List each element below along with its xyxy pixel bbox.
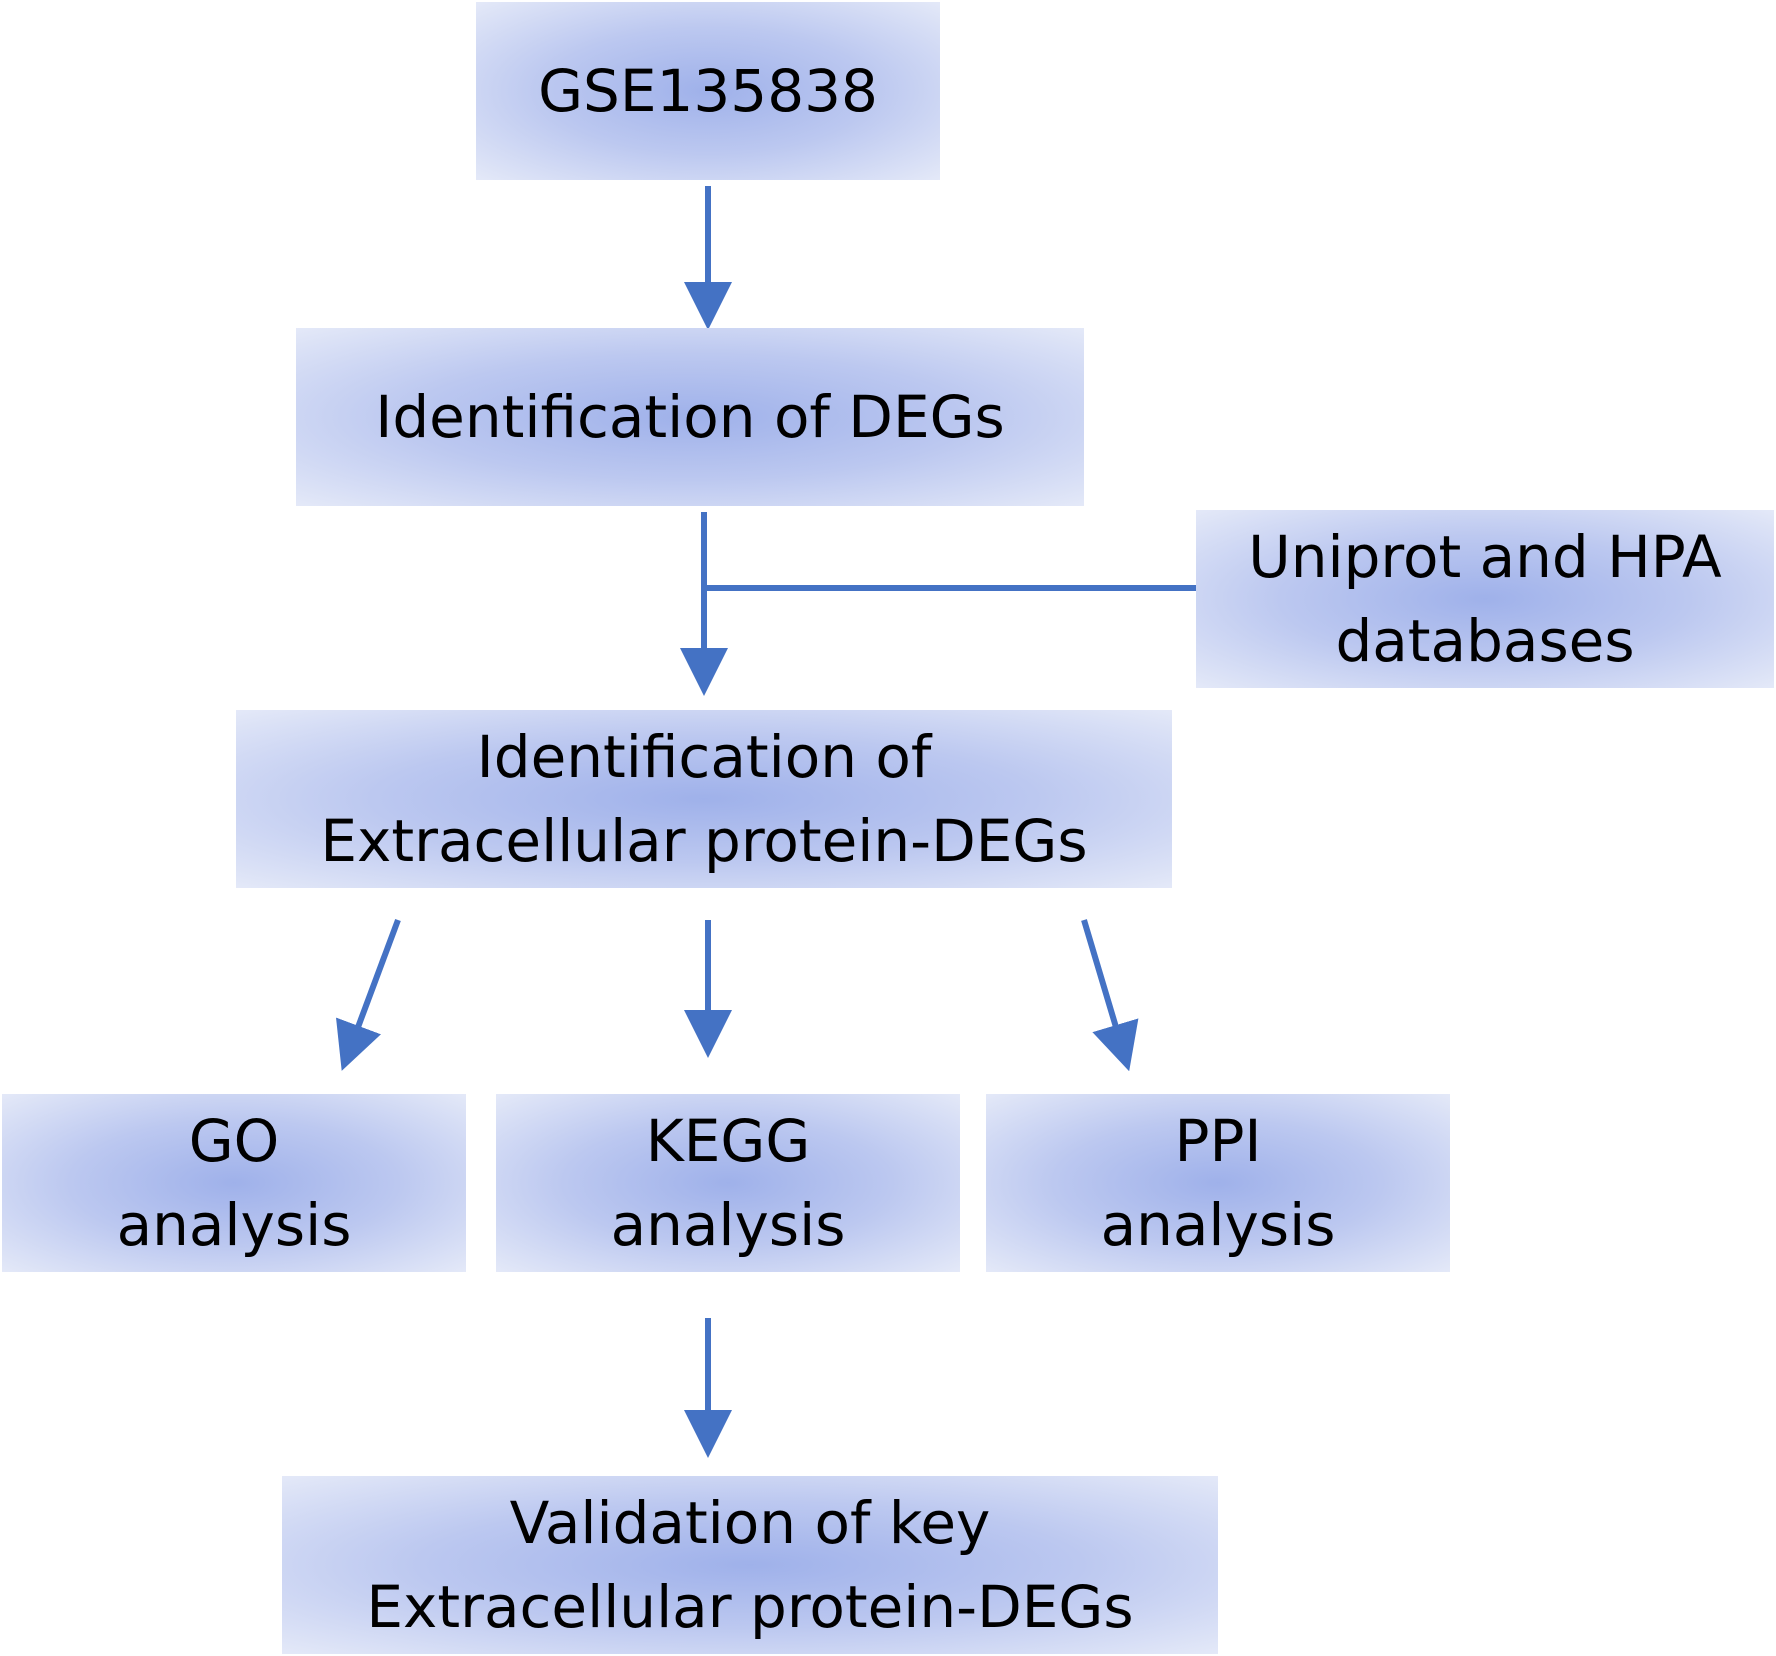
node-identification-of-degs: Identification of DEGs (296, 328, 1084, 506)
node-go-analysis: GO analysis (2, 1094, 466, 1272)
databases-label-line-2: databases (1335, 607, 1635, 675)
node-ppi-analysis: PPI analysis (986, 1094, 1450, 1272)
kegg-label-line-1: KEGG (645, 1106, 811, 1175)
extracellular-label-line-1: Identification of (476, 722, 932, 791)
ppi-label-line-1: PPI (1174, 1106, 1262, 1175)
validation-label-line-2: Extracellular protein-DEGs (366, 1573, 1134, 1641)
arrow-to-go (336, 918, 401, 1071)
go-label-line-2: analysis (116, 1191, 352, 1259)
node-kegg-analysis: KEGG analysis (496, 1094, 960, 1272)
go-label-line-1: GO (188, 1106, 280, 1175)
arrow-to-ppi (1081, 919, 1139, 1072)
databases-label-line-1: Uniprot and HPA (1248, 522, 1722, 591)
gse-label-line-1: GSE135838 (538, 56, 878, 125)
node-gse135838: GSE135838 (476, 2, 940, 180)
degs-label-line-1: Identification of DEGs (375, 382, 1005, 451)
node-uniprot-hpa-databases: Uniprot and HPA databases (1196, 510, 1774, 688)
extracellular-label-line-2: Extracellular protein-DEGs (320, 807, 1088, 875)
ppi-label-line-2: analysis (1100, 1191, 1336, 1259)
validation-label-line-1: Validation of key (509, 1488, 991, 1557)
kegg-label-line-2: analysis (610, 1191, 846, 1259)
node-identification-of-extracellular-protein-degs: Identification of Extracellular protein-D… (236, 710, 1172, 888)
